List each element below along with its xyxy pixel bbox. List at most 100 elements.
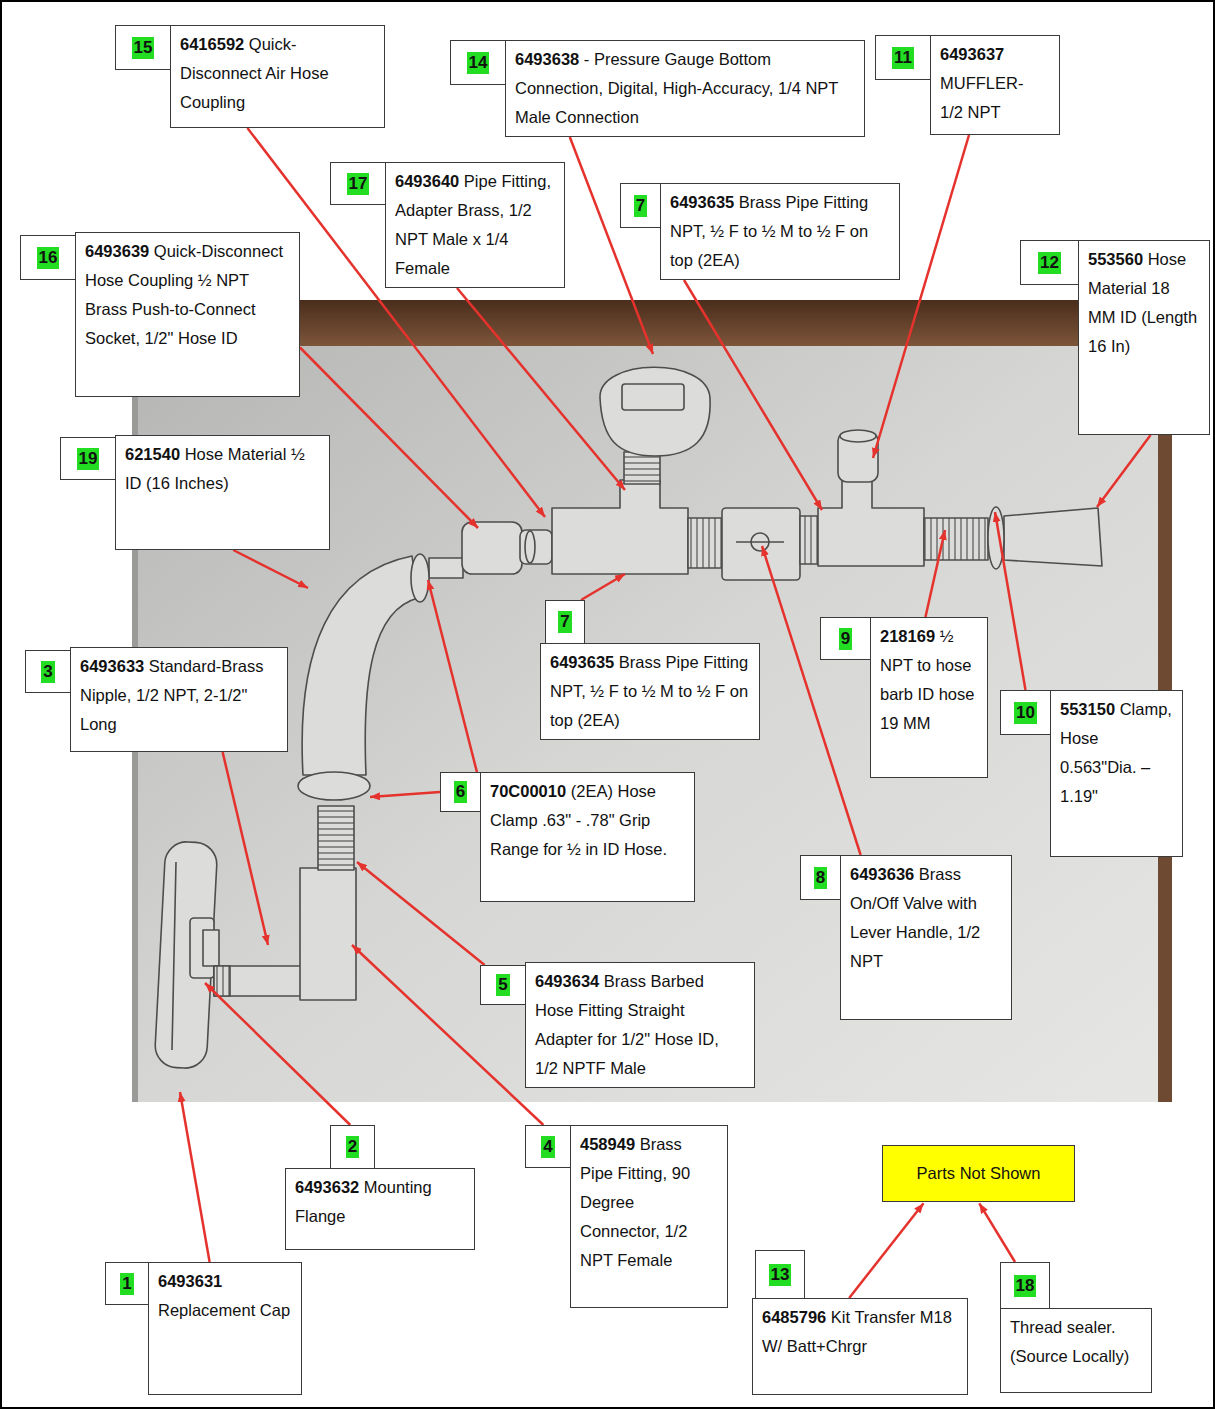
part-number: 6493639	[85, 242, 149, 260]
callout-number: 19	[77, 448, 100, 470]
callout-number: 12	[1038, 252, 1061, 274]
callout-badge: 18	[1000, 1262, 1050, 1309]
leader-group	[180, 128, 1151, 1262]
part-number: 6485796	[762, 1308, 826, 1326]
callout-box: 136485796 Kit Transfer M18 W/ Batt+Chrgr	[752, 1298, 968, 1395]
part-number: 70C00010	[490, 782, 566, 800]
callout-number: 15	[132, 37, 155, 59]
callout-box: 76493635 Brass Pipe Fitting NPT, ½ F to …	[660, 183, 900, 280]
callout-badge: 6	[440, 772, 481, 812]
callout-badge: 15	[115, 25, 171, 70]
part-sketch	[1004, 508, 1102, 566]
callout-number: 14	[467, 52, 490, 74]
callout-number: 18	[1014, 1275, 1037, 1297]
callout-badge: 19	[60, 437, 116, 480]
leader-arrow	[370, 792, 440, 797]
callout-text: 6493633 Standard-Brass Nipple, 1/2 NPT, …	[80, 652, 278, 739]
callout-number: 1	[120, 1273, 133, 1295]
callout-number: 3	[41, 661, 54, 683]
callout-text: 70C00010 (2EA) Hose Clamp .63" - .78" Gr…	[490, 777, 685, 864]
leader-arrow	[581, 574, 625, 600]
leader-arrow	[205, 983, 350, 1125]
note-box: Parts Not Shown	[882, 1145, 1075, 1202]
leader-arrow	[223, 752, 268, 945]
callout-number: 4	[541, 1136, 554, 1158]
connector-group	[849, 1203, 1015, 1298]
callout-text: 6493637 MUFFLER- 1/2 NPT	[940, 40, 1050, 127]
callout-box: 16493631 Replacement Cap	[148, 1262, 302, 1395]
callout-text: 458949 Brass Pipe Fitting, 90 Degree Con…	[580, 1130, 718, 1275]
connector-arrow	[979, 1203, 1015, 1262]
part-description: MUFFLER- 1/2 NPT	[940, 74, 1023, 121]
leader-arrow	[457, 288, 625, 490]
callout-box: 116493637 MUFFLER- 1/2 NPT	[930, 35, 1060, 135]
part-number: 6493631	[158, 1272, 222, 1290]
part-sketch	[722, 508, 800, 580]
callout-text: 6493635 Brass Pipe Fitting NPT, ½ F to ½…	[670, 188, 890, 275]
leader-arrow	[684, 280, 822, 510]
part-sketch	[214, 966, 230, 996]
callout-badge: 7	[620, 183, 661, 228]
callout-text: 6416592 Quick-Disconnect Air Hose Coupli…	[180, 30, 375, 117]
leader-arrow	[357, 862, 485, 965]
part-number: 6493633	[80, 657, 144, 675]
callout-number: 10	[1014, 702, 1037, 724]
callout-text: 6493639 Quick-Disconnect Hose Coupling ½…	[85, 237, 290, 353]
callout-text: 6493635 Brass Pipe Fitting NPT, ½ F to ½…	[550, 648, 750, 735]
callout-number: 17	[347, 173, 370, 195]
part-description: Brass Pipe Fitting, 90 Degree Connector,…	[580, 1135, 690, 1269]
part-sketch	[172, 862, 176, 1050]
part-number: 6493635	[550, 653, 614, 671]
part-number: 553560	[1088, 250, 1143, 268]
part-sketch	[214, 966, 302, 996]
part-sketch	[736, 541, 784, 543]
leader-arrow	[352, 945, 543, 1125]
part-number: 621540	[125, 445, 180, 463]
callout-badge: 9	[820, 617, 871, 660]
callout-text: 553560 Hose Material 18 MM ID (Length 16…	[1088, 245, 1200, 361]
callout-text: 6493634 Brass Barbed Hose Fitting Straig…	[535, 967, 745, 1083]
callout-text: 6493640 Pipe Fitting, Adapter Brass, 1/2…	[395, 167, 555, 283]
part-sketch	[520, 530, 552, 564]
callout-box: 156416592 Quick-Disconnect Air Hose Coup…	[170, 25, 385, 128]
callout-badge: 2	[330, 1125, 375, 1169]
leader-arrow	[428, 580, 477, 772]
part-description: Replacement Cap	[158, 1301, 290, 1319]
part-number: 6493632	[295, 1178, 359, 1196]
callout-badge: 14	[450, 40, 506, 85]
part-description: Thread sealer. (Source Locally)	[1010, 1318, 1129, 1365]
part-sketch	[462, 522, 522, 574]
callout-box: 56493634 Brass Barbed Hose Fitting Strai…	[525, 962, 755, 1088]
callout-text: 6485796 Kit Transfer M18 W/ Batt+Chrgr	[762, 1303, 958, 1361]
part-number: 6493634	[535, 972, 599, 990]
callout-number: 7	[558, 611, 571, 633]
part-sketch	[318, 806, 354, 870]
part-sketch	[203, 930, 219, 966]
callout-number: 16	[37, 247, 60, 269]
callout-number: 9	[839, 628, 852, 650]
callout-number: 11	[892, 47, 914, 69]
callout-badge: 5	[480, 965, 526, 1005]
part-sketch	[302, 556, 418, 775]
part-number: 6493637	[940, 45, 1004, 63]
part-sketch	[840, 430, 876, 442]
callout-badge: 10	[1000, 690, 1051, 735]
leader-arrow	[570, 137, 653, 354]
callout-box: 18Thread sealer. (Source Locally)	[1000, 1308, 1152, 1393]
callout-badge: 8	[800, 855, 841, 900]
part-number: 6416592	[180, 35, 244, 53]
callout-text: 553150 Clamp, Hose 0.563"Dia. – 1.19"	[1060, 695, 1173, 811]
callout-badge: 13	[755, 1250, 805, 1299]
callout-text: Thread sealer. (Source Locally)	[1010, 1313, 1142, 1371]
callout-number: 8	[814, 867, 827, 889]
leader-arrow	[233, 550, 308, 588]
callout-box: 19621540 Hose Material ½ ID (16 Inches)	[115, 435, 330, 550]
part-sketch	[800, 516, 818, 564]
leader-arrow	[925, 530, 945, 617]
callout-box: 10553150 Clamp, Hose 0.563"Dia. – 1.19"	[1050, 690, 1183, 857]
callout-box: 26493632 Mounting Flange	[285, 1168, 475, 1250]
part-number: 218169	[880, 627, 935, 645]
callout-badge: 1	[105, 1262, 149, 1305]
part-sketch	[622, 384, 684, 410]
